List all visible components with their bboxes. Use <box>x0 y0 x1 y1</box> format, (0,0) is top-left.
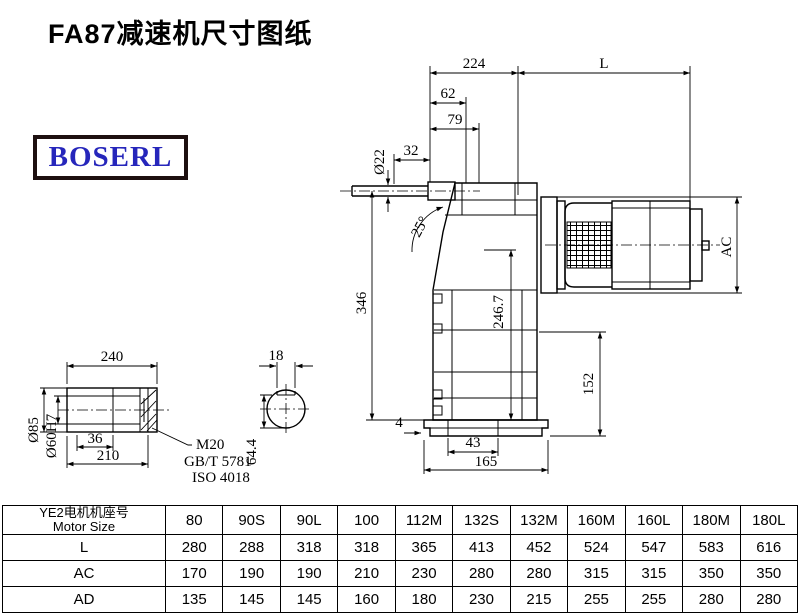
table-cell: 210 <box>337 560 396 587</box>
angle-arc <box>411 206 444 253</box>
dim-64-4: 64.4 <box>244 438 260 465</box>
dim-dia60h7: Ø60H7 <box>44 413 60 458</box>
dim-36: 36 <box>88 431 104 447</box>
column-header: 80 <box>164 505 224 535</box>
motor-size-header-cn: YE2电机机座号 <box>39 505 129 520</box>
table-cell: 190 <box>279 560 339 587</box>
table-cell: 230 <box>394 560 454 587</box>
dim-79: 79 <box>448 112 463 128</box>
gearbox-housing <box>423 182 549 437</box>
dim-18: 18 <box>269 348 284 364</box>
table-cell: 190 <box>222 560 281 587</box>
table-cell: 280 <box>509 560 569 587</box>
dim-152: 152 <box>581 373 597 396</box>
page-title: FA87减速机尺寸图纸 <box>48 19 313 49</box>
hatching <box>140 389 158 432</box>
dim-246-7: 246.7 <box>491 295 507 329</box>
table-cell: 180 <box>394 586 454 613</box>
row-label: AC <box>2 560 166 587</box>
table-cell: 365 <box>394 534 454 561</box>
logo-text: BOSERL <box>48 141 173 173</box>
table-cell: 288 <box>222 534 281 561</box>
column-header: 160M <box>567 505 626 535</box>
boserl-logo: BOSERL <box>33 135 188 180</box>
column-header: 90L <box>279 505 339 535</box>
bolt-spec-iso: ISO 4018 <box>192 470 250 486</box>
dim-4: 4 <box>395 415 403 431</box>
dimension-lines <box>40 66 742 474</box>
table-cell: 318 <box>279 534 339 561</box>
table-cell: 145 <box>222 586 281 613</box>
dim-L: L <box>599 56 608 72</box>
dim-62: 62 <box>441 86 456 102</box>
row-label: AD <box>2 586 166 613</box>
centerlines <box>58 190 720 434</box>
dim-240: 240 <box>101 349 124 365</box>
table-cell: 215 <box>509 586 569 613</box>
table-cell: 255 <box>567 586 626 613</box>
bolt-leader <box>151 427 192 446</box>
dim-210: 210 <box>97 448 120 464</box>
bolt-spec-gb: GB/T 5781 <box>184 454 252 470</box>
table-cell: 280 <box>164 534 224 561</box>
dim-AC: AC <box>719 237 735 258</box>
table-cell: 350 <box>682 560 741 587</box>
dim-346: 346 <box>354 291 370 314</box>
table-cell: 318 <box>337 534 396 561</box>
table-cell: 315 <box>567 560 626 587</box>
table-cell: 524 <box>567 534 626 561</box>
table-cell: 315 <box>624 560 684 587</box>
column-header: 180M <box>682 505 741 535</box>
column-header: 180L <box>739 505 799 535</box>
table-cell: 547 <box>624 534 684 561</box>
table-cell: 230 <box>452 586 511 613</box>
table-cell: 280 <box>682 586 741 613</box>
dim-dia22: Ø22 <box>372 149 388 175</box>
table-cell: 255 <box>624 586 684 613</box>
table-cell: 583 <box>682 534 741 561</box>
column-header: 100 <box>337 505 396 535</box>
table-cell: 616 <box>739 534 799 561</box>
bolt-spec-m20: M20 <box>196 437 224 453</box>
column-header: 90S <box>222 505 281 535</box>
dim-25deg: 25° <box>408 214 432 240</box>
motor-size-header-en: Motor Size <box>52 519 116 534</box>
row-label: L <box>2 534 166 561</box>
column-header: 112M <box>394 505 454 535</box>
table-cell: 145 <box>279 586 339 613</box>
column-header: 132M <box>509 505 569 535</box>
column-header: 132S <box>452 505 511 535</box>
table-cell: 160 <box>337 586 396 613</box>
dim-43: 43 <box>466 435 481 451</box>
table-cell: 452 <box>509 534 569 561</box>
table-cell: 350 <box>739 560 799 587</box>
table-cell: 280 <box>452 560 511 587</box>
dim-dia85: Ø85 <box>26 417 42 443</box>
dim-32: 32 <box>404 143 419 159</box>
table-cell: 280 <box>739 586 799 613</box>
column-header: 160L <box>624 505 684 535</box>
dimension-labels: 224 L 62 79 32 Ø22 25° 346 246.7 AC 152 … <box>26 56 735 486</box>
dim-165: 165 <box>475 454 498 470</box>
table-cell: 170 <box>164 560 224 587</box>
table-cell: 413 <box>452 534 511 561</box>
table-cell: 135 <box>164 586 224 613</box>
dim-224: 224 <box>463 56 486 72</box>
